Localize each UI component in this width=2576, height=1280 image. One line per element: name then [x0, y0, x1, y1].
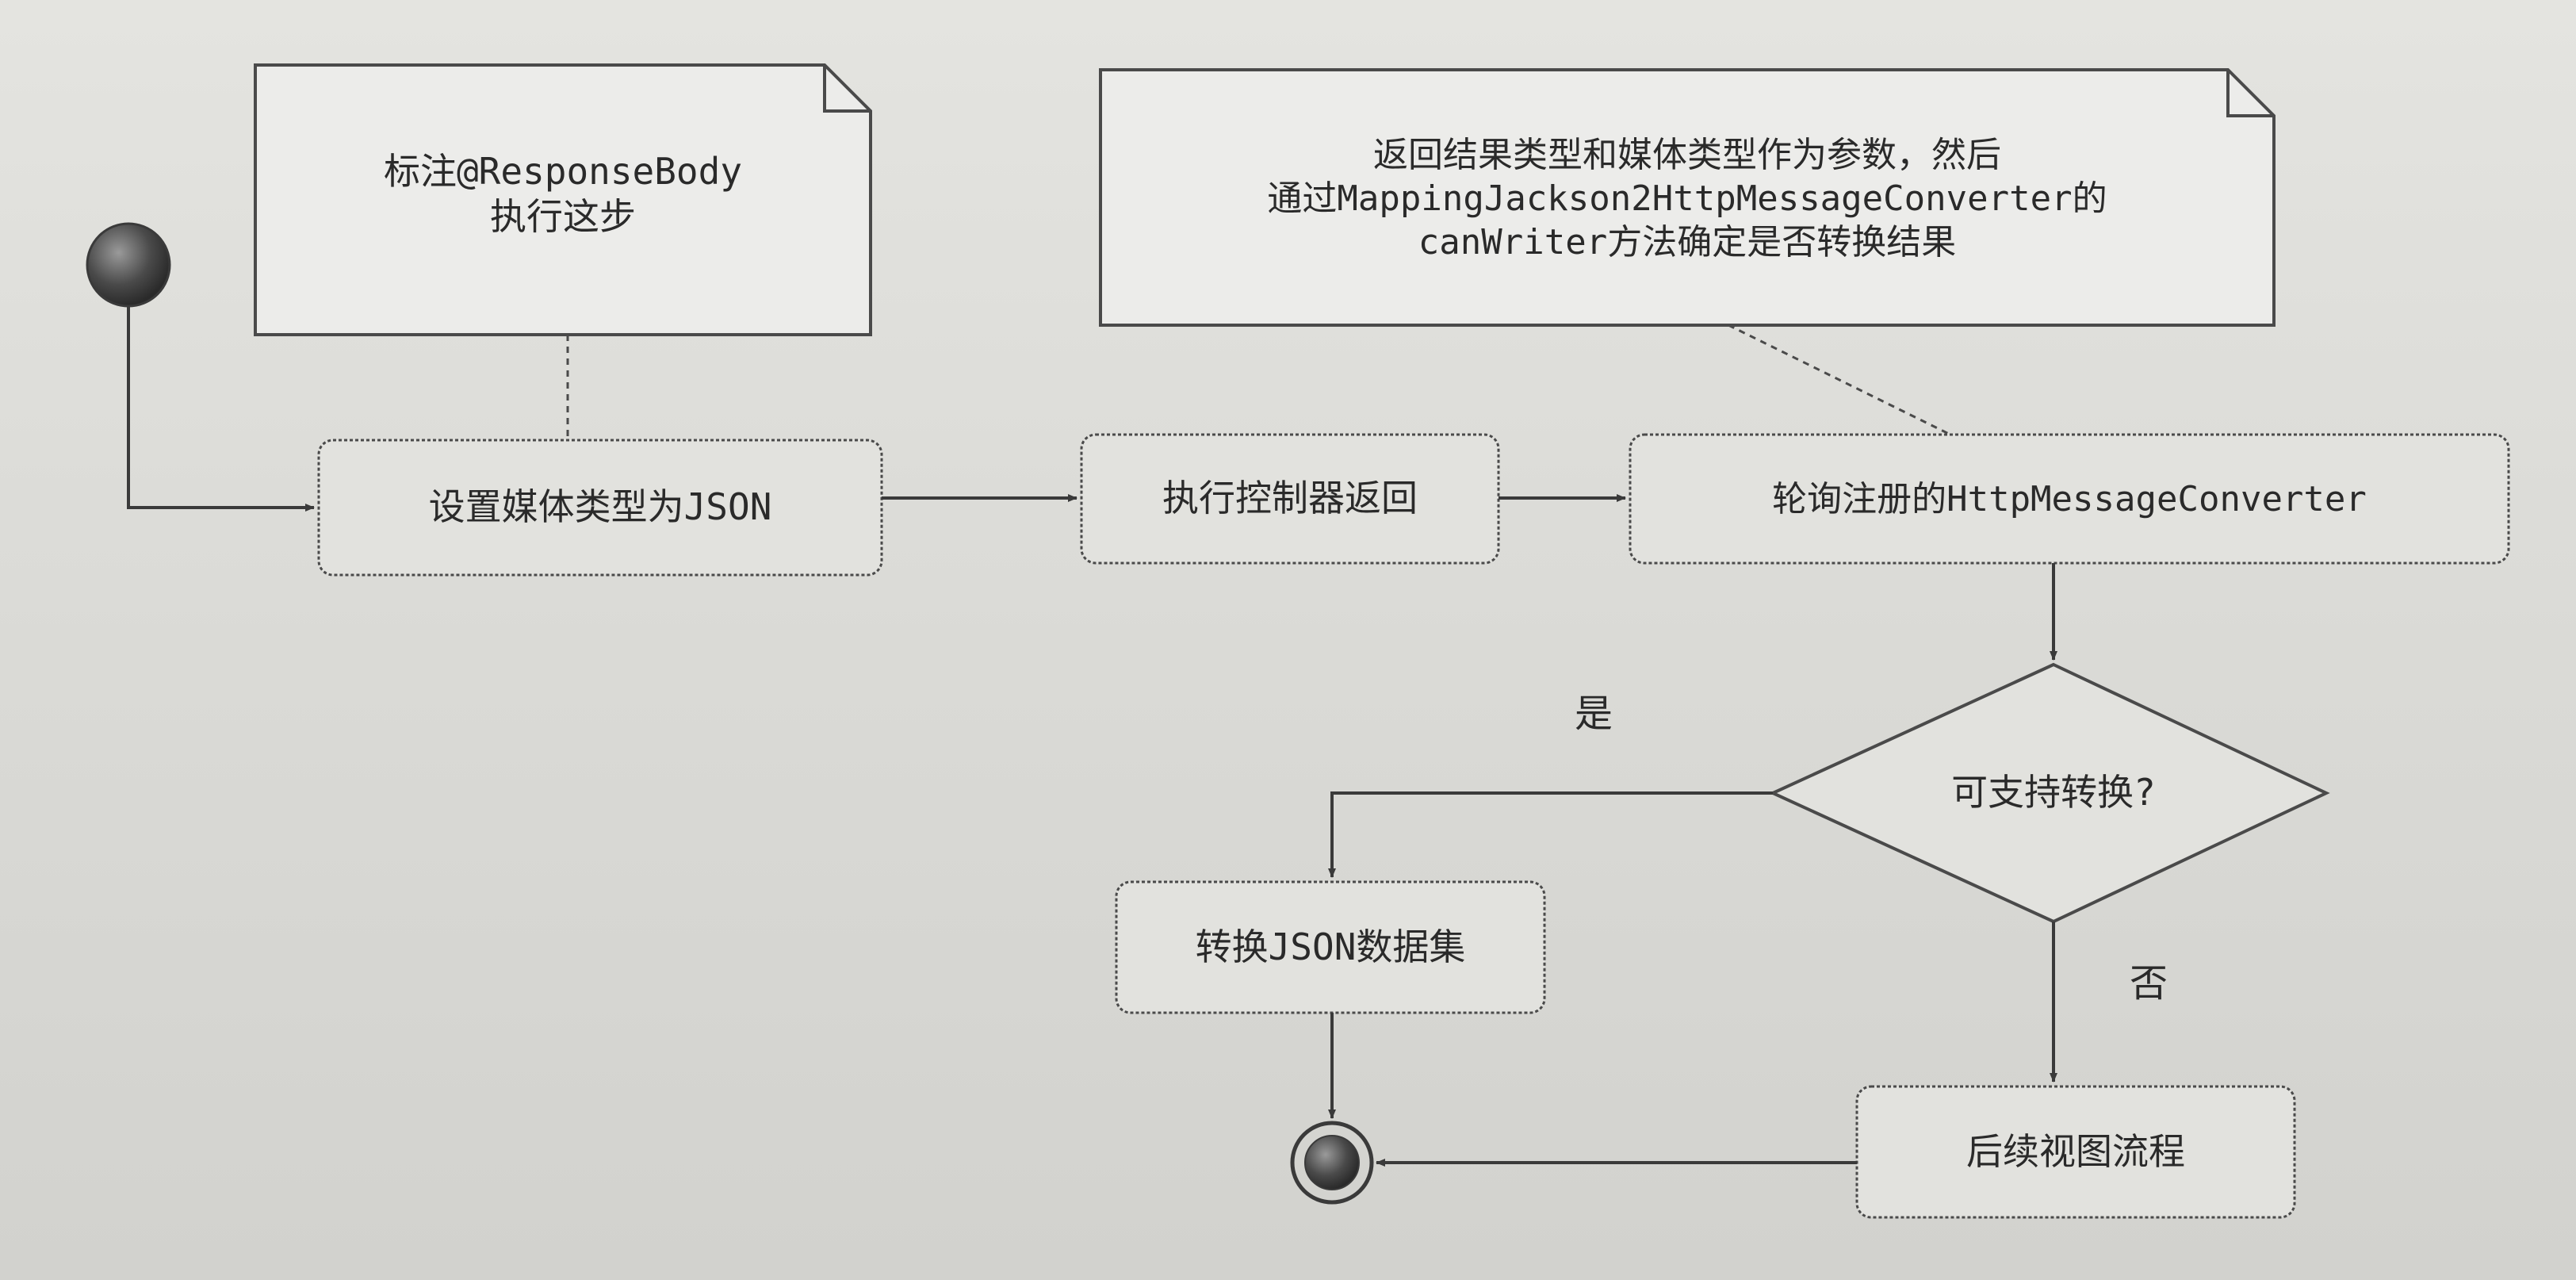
note-converter: [1099, 68, 2276, 327]
node-view-flow: 后续视图流程: [1966, 1129, 2185, 1173]
edge-decision-yes: [1328, 791, 1773, 878]
note-converter-fold: [2226, 70, 2274, 117]
end-node-core: [1304, 1135, 1360, 1190]
edge-start-to-set: [127, 306, 315, 512]
node-poll-converters: 轮询注册的HttpMessageConverter: [1772, 478, 2367, 519]
node-view-flow-box: [1855, 1085, 2296, 1219]
edge-label-no: 否: [2129, 961, 2168, 1006]
decision-label: 可支持转换?: [1951, 771, 2156, 814]
note-response-body-text: 标注@ResponseBody 执行这步: [383, 149, 743, 239]
node-set-media-type-box: [317, 439, 883, 577]
note-response-body-fold: [823, 65, 871, 113]
note-connector-2: [1728, 324, 1951, 436]
note-response-body: [254, 63, 872, 336]
start-node: [86, 222, 171, 308]
node-set-media-type: 设置媒体类型为JSON: [428, 485, 772, 529]
node-exec-controller: 执行控制器返回: [1162, 477, 1418, 520]
edge-label-yes: 是: [1574, 692, 1613, 736]
end-node-ring: [1290, 1121, 1374, 1205]
node-convert-json: 转换JSON数据集: [1195, 925, 1466, 968]
note-converter-text: 返回结果类型和媒体类型作为参数，然后 通过MappingJackson2Http…: [1267, 134, 2107, 263]
node-poll-converters-box: [1629, 433, 2510, 565]
